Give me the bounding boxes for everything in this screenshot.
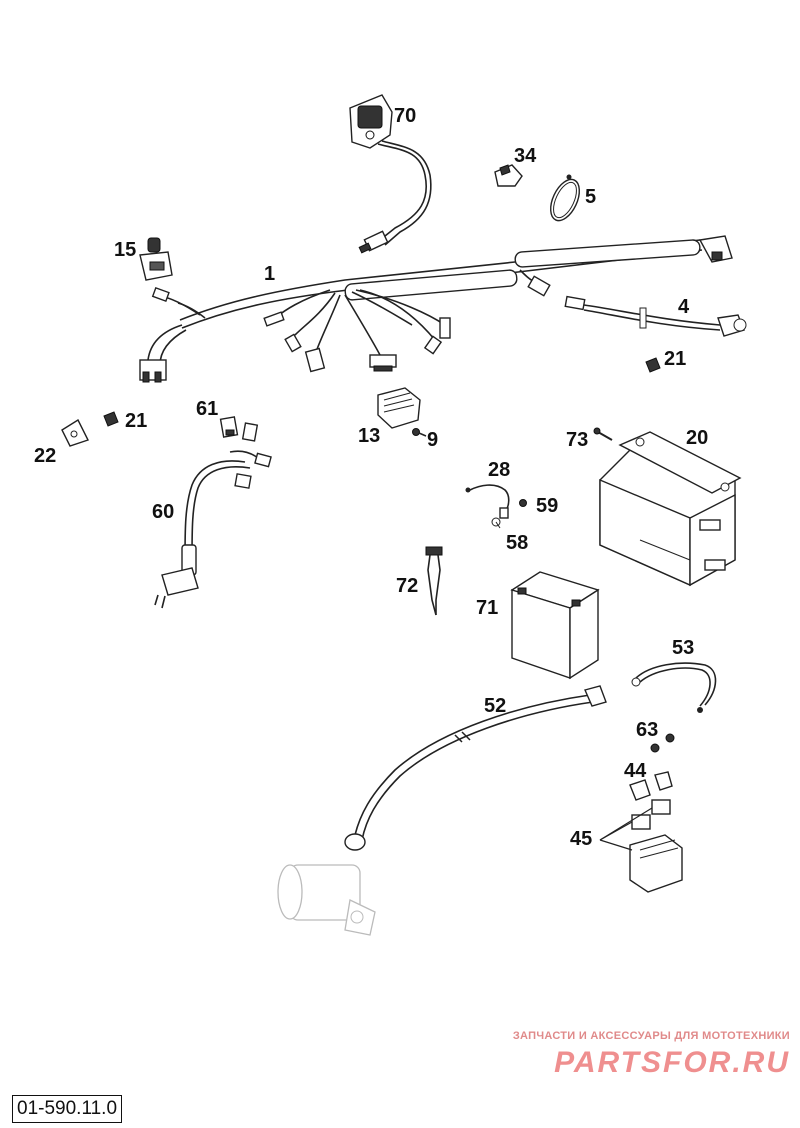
part-73-screw[interactable] <box>593 427 613 441</box>
callout-59: 59 <box>536 495 558 517</box>
part-53-cable[interactable] <box>631 662 717 713</box>
part-70-switch[interactable] <box>349 94 432 254</box>
part-4-cable[interactable] <box>564 295 747 337</box>
callout-13: 13 <box>358 425 380 447</box>
part-71-battery[interactable] <box>510 571 600 680</box>
callout-71: 71 <box>476 597 498 619</box>
part-34-connector[interactable] <box>494 164 523 187</box>
callout-52: 52 <box>484 695 506 717</box>
part-58-washer[interactable] <box>491 517 501 529</box>
part-9-screw[interactable] <box>412 428 427 437</box>
part-59-screw[interactable] <box>519 499 527 507</box>
callout-21-left: 21 <box>125 410 147 432</box>
callout-22: 22 <box>34 445 56 467</box>
callout-58: 58 <box>506 532 528 554</box>
part-1-wiring-harness[interactable] <box>139 235 733 383</box>
part-13-regulator[interactable] <box>377 387 421 429</box>
callout-45: 45 <box>570 828 592 850</box>
callout-73: 73 <box>566 429 588 451</box>
callout-34: 34 <box>514 145 537 167</box>
part-21-clip-left[interactable] <box>103 411 119 427</box>
callout-72: 72 <box>396 575 418 597</box>
watermark-tagline: ЗАПЧАСТИ И АКСЕССУАРЫ ДЛЯ МОТОТЕХНИКИ <box>512 1030 790 1042</box>
callout-1: 1 <box>264 263 275 285</box>
callout-60: 60 <box>152 501 174 523</box>
part-22-bracket[interactable] <box>61 418 89 447</box>
callout-21-right: 21 <box>664 348 686 370</box>
callout-15: 15 <box>114 239 136 261</box>
part-28-ground-cable[interactable] <box>465 484 510 519</box>
callout-63: 63 <box>636 719 658 741</box>
part-45-relay[interactable] <box>599 799 683 893</box>
part-21-clip-right[interactable] <box>645 357 661 373</box>
part-15-ignition-switch[interactable] <box>139 237 173 281</box>
part-5-clip[interactable] <box>545 174 585 226</box>
callout-44: 44 <box>624 760 647 782</box>
callout-20: 20 <box>686 427 708 449</box>
diagram-code: 01-590.11.0 <box>12 1095 123 1123</box>
callout-9: 9 <box>427 429 438 451</box>
part-61-connectors[interactable] <box>219 416 259 442</box>
watermark-logo: PARTSFOR.RU <box>554 1046 790 1079</box>
callout-53: 53 <box>672 637 694 659</box>
callout-61: 61 <box>196 398 218 420</box>
part-63-screws[interactable] <box>650 733 675 753</box>
part-60-ignition-coil[interactable] <box>154 450 272 609</box>
part-44-caps[interactable] <box>629 771 673 801</box>
part-20-battery-box[interactable] <box>599 431 742 587</box>
starter-motor-ghost <box>277 864 376 936</box>
callout-4: 4 <box>678 296 690 318</box>
callout-70: 70 <box>394 105 416 127</box>
callout-28: 28 <box>488 459 510 481</box>
part-52-starter-cable[interactable] <box>344 685 607 851</box>
callout-5: 5 <box>585 186 596 208</box>
part-72-fuse[interactable] <box>425 546 443 616</box>
